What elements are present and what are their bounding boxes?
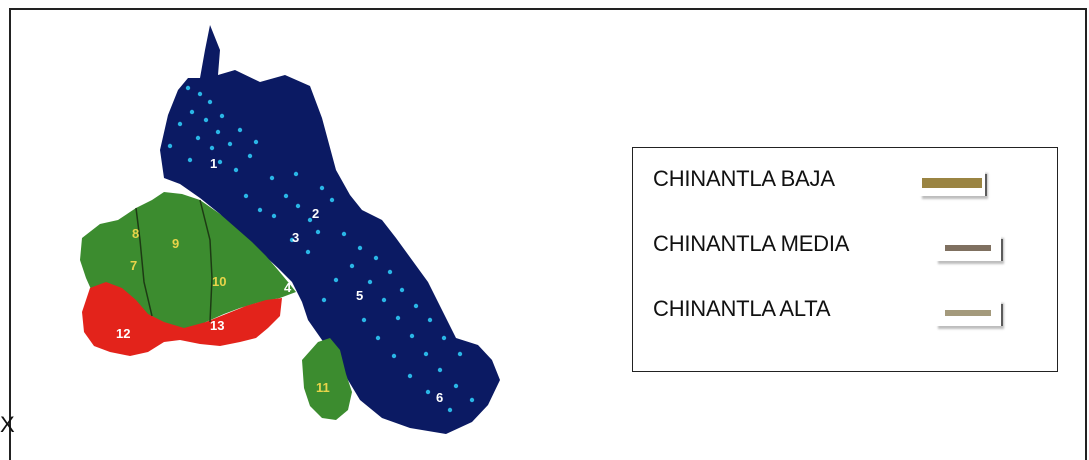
locality-dot <box>329 197 335 203</box>
locality-dot <box>453 383 459 389</box>
locality-dot <box>399 287 405 293</box>
region-number: 13 <box>210 318 224 333</box>
locality-dot <box>427 317 433 323</box>
region-chinantla-media <box>80 192 296 330</box>
boundary-line <box>135 207 153 317</box>
legend: CHINANTLA BAJA CHINANTLA MEDIA CHINANTLA… <box>632 147 1058 372</box>
region-number: 7 <box>130 258 137 273</box>
locality-dot <box>257 207 263 213</box>
locality-dot <box>321 297 327 303</box>
locality-dot <box>391 353 397 359</box>
locality-dot <box>333 277 339 283</box>
boundary-line <box>199 199 213 323</box>
region-chinantla-media-south <box>302 338 352 420</box>
region-number: 4 <box>284 280 292 295</box>
locality-dot <box>307 217 313 223</box>
region-number: 12 <box>116 326 130 341</box>
locality-dot <box>357 245 363 251</box>
locality-dot <box>227 141 233 147</box>
locality-dot <box>395 315 401 321</box>
legend-label: CHINANTLA ALTA <box>653 296 831 321</box>
region-number: 1 <box>210 156 217 171</box>
region-number: 6 <box>436 390 443 405</box>
legend-swatch-baja <box>919 170 987 196</box>
locality-dot <box>243 193 249 199</box>
legend-swatch-fill <box>945 310 991 316</box>
locality-dot <box>195 135 201 141</box>
locality-dot <box>247 153 253 159</box>
locality-dot <box>315 229 321 235</box>
locality-dot <box>375 335 381 341</box>
locality-dot <box>185 85 191 91</box>
region-number: 10 <box>212 274 226 289</box>
legend-swatch-fill <box>922 178 982 188</box>
locality-dot <box>349 263 355 269</box>
region-number: 9 <box>172 236 179 251</box>
locality-dot <box>441 335 447 341</box>
locality-dot <box>207 99 213 105</box>
locality-dot <box>425 389 431 395</box>
locality-dot <box>177 121 183 127</box>
locality-dot <box>209 145 215 151</box>
locality-dot <box>381 297 387 303</box>
locality-dot <box>413 303 419 309</box>
locality-dot <box>305 249 311 255</box>
region-number: 5 <box>356 288 363 303</box>
locality-dot <box>271 213 277 219</box>
locality-dot <box>423 351 429 357</box>
locality-dot <box>361 317 367 323</box>
region-number: 3 <box>292 230 299 245</box>
locality-dot <box>167 143 173 149</box>
locality-dot <box>215 129 221 135</box>
locality-dot <box>269 175 275 181</box>
locality-dot <box>341 231 347 237</box>
locality-dot <box>437 367 443 373</box>
legend-item-media: CHINANTLA MEDIA <box>653 231 849 257</box>
locality-dot <box>237 127 243 133</box>
locality-dot <box>319 185 325 191</box>
locality-dot <box>189 109 195 115</box>
locality-dot <box>219 113 225 119</box>
locality-dot <box>197 91 203 97</box>
stray-mark: X <box>0 412 15 437</box>
locality-dots <box>167 85 475 413</box>
locality-dot <box>187 157 193 163</box>
locality-dot <box>295 203 301 209</box>
locality-dot <box>293 171 299 177</box>
locality-dot <box>409 333 415 339</box>
locality-dot <box>373 255 379 261</box>
legend-label: CHINANTLA BAJA <box>653 166 835 191</box>
locality-dot <box>387 269 393 275</box>
region-number: 2 <box>312 206 319 221</box>
locality-dot <box>289 237 295 243</box>
locality-dot <box>233 167 239 173</box>
legend-label: CHINANTLA MEDIA <box>653 231 850 256</box>
region-chinantla-baja <box>160 25 500 434</box>
legend-item-baja: CHINANTLA BAJA <box>653 166 835 192</box>
locality-dot <box>457 351 463 357</box>
legend-swatch-alta <box>935 300 1003 326</box>
locality-dot <box>283 193 289 199</box>
legend-swatch-media <box>935 235 1003 261</box>
locality-dot <box>217 159 223 165</box>
region-number: 8 <box>132 226 139 241</box>
legend-item-alta: CHINANTLA ALTA <box>653 296 831 322</box>
locality-dot <box>469 397 475 403</box>
locality-dot <box>253 139 259 145</box>
region-number: 11 <box>316 380 330 395</box>
locality-dot <box>203 117 209 123</box>
legend-swatch-fill <box>945 245 991 251</box>
figure-frame <box>9 8 1087 460</box>
region-chinantla-alta <box>82 282 282 356</box>
locality-dot <box>447 407 453 413</box>
locality-dot <box>407 373 413 379</box>
locality-dot <box>367 279 373 285</box>
